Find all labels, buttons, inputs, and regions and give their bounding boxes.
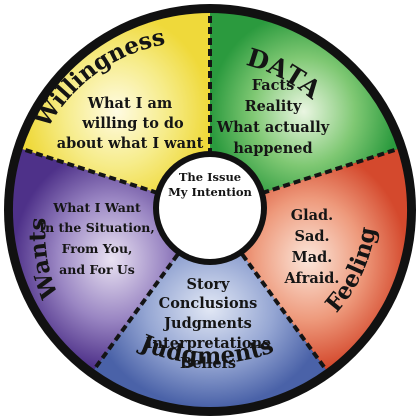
center-line-1: The Issue [179,170,241,184]
center-hub [159,157,261,259]
data-line: Reality [245,98,302,115]
data-line: Facts [252,77,295,94]
willingness-line: What I am [87,95,173,112]
judgments-line: Interpretations [146,335,271,352]
wants-line: What I Want [52,200,141,215]
feelings-lines: Glad. Sad. Mad. Afraid. [284,207,340,287]
judgments-line: Judgments [162,315,252,332]
segment-data [210,12,398,210]
center-line-2: My Intention [168,185,252,199]
willingness-line: willing to do [81,115,184,132]
feelings-line: Mad. [292,249,333,266]
wants-lines: What I Want In the Situation, From You, … [39,200,155,277]
judgments-lines: Story Conclusions Judgments Interpretati… [146,276,271,372]
judgments-line: Conclusions [159,295,258,312]
wants-line: In the Situation, [39,220,155,235]
judgments-line: Beliefs [180,355,236,372]
willingness-line: about what I want [57,135,204,152]
judgments-line: Story [187,276,230,293]
willingness-lines: What I am willing to do about what I wan… [57,95,204,152]
feelings-line: Sad. [294,228,329,245]
wants-line: From You, [62,241,133,256]
feelings-line: Glad. [291,207,333,224]
data-line: happened [233,140,312,157]
feelings-line: Afraid. [284,270,340,287]
segment-willingness [22,12,210,210]
data-lines: Facts Reality What actually happened [216,77,330,157]
data-line: What actually [216,119,330,136]
wants-line: and For Us [59,262,135,277]
segment-judgments [94,210,326,408]
